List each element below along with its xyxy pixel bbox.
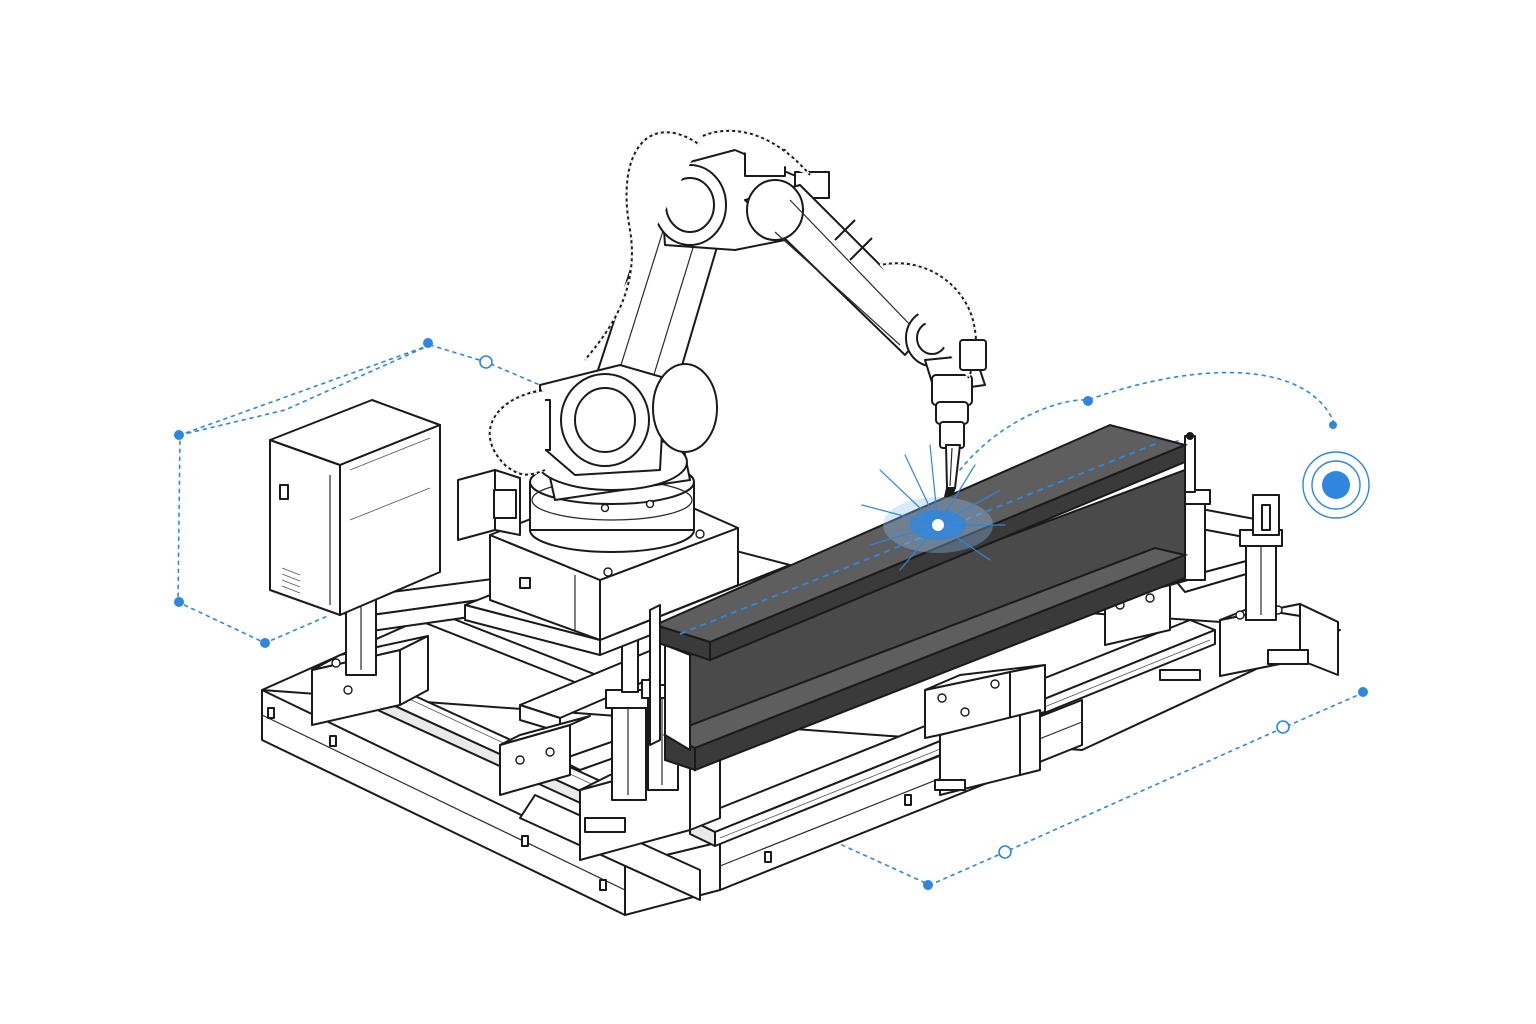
guide-node bbox=[479, 355, 493, 369]
guide-node bbox=[260, 638, 270, 648]
guide-node bbox=[1329, 421, 1337, 429]
guide-node bbox=[1358, 687, 1368, 697]
control-cabinet bbox=[269, 399, 441, 616]
guide-line-arc bbox=[959, 371, 1336, 471]
target-marker-icon bbox=[1302, 451, 1370, 519]
guide-node bbox=[174, 430, 184, 440]
robot-arm bbox=[521, 149, 986, 515]
vent-grille bbox=[281, 567, 301, 594]
guide-nodes bbox=[174, 338, 1368, 890]
guide-node bbox=[923, 880, 933, 890]
guide-node bbox=[174, 597, 184, 607]
guide-node bbox=[998, 845, 1012, 859]
cable-harness bbox=[488, 129, 987, 476]
guide-node bbox=[1276, 720, 1290, 734]
weld-spark-icon bbox=[861, 444, 1006, 571]
guide-node bbox=[1083, 396, 1093, 406]
guide-node bbox=[423, 338, 433, 348]
weld-seam bbox=[679, 441, 1161, 635]
